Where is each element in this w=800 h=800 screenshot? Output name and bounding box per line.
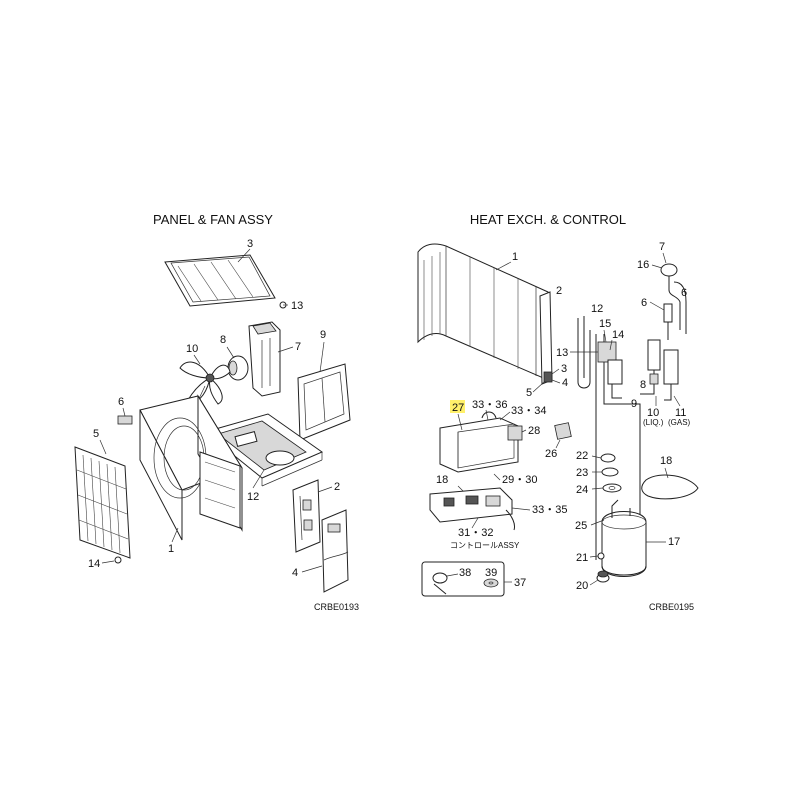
- callout-hx-1: 1: [512, 251, 518, 263]
- kit-box-37: [421, 561, 505, 597]
- callout-comp-20: 20: [576, 580, 588, 592]
- cushion-20: [596, 570, 610, 583]
- callout-comp-23: 23: [576, 467, 588, 479]
- callout-comp-21: 21: [576, 552, 588, 564]
- callout-1: 1: [168, 543, 174, 555]
- label-control-assy: コントロールASSY: [450, 541, 520, 550]
- callout-hx-5: 5: [526, 387, 532, 399]
- front-panel-part: [139, 394, 243, 541]
- front-grille-part: [74, 446, 131, 559]
- callout-ctrl-27: 27: [452, 402, 464, 414]
- callout-valve-15: 15: [599, 318, 611, 330]
- callout-13: 13: [291, 300, 303, 312]
- label-gas: (GAS): [668, 418, 691, 427]
- four-way-valve-part: [577, 316, 641, 560]
- callout-2: 2: [334, 481, 340, 493]
- callout-ctrl-31-32: 33・35: [532, 504, 567, 516]
- expansion-valve-part: [660, 263, 687, 340]
- propeller-fan-part: [179, 361, 231, 405]
- left-panel-code: CRBE0193: [314, 602, 359, 612]
- callout-10: 10: [186, 343, 198, 355]
- callout-valve-14: 14: [612, 329, 624, 341]
- callout-sv-9: 9: [631, 398, 637, 410]
- callout-comp-22: 22: [576, 450, 588, 462]
- callout-kit-38: 38: [459, 567, 471, 579]
- right-panel-code: CRBE0195: [649, 602, 694, 612]
- callout-hx-4: 4: [562, 377, 568, 389]
- callout-sv-8: 8: [640, 379, 646, 391]
- fan-motor-part: [227, 355, 249, 381]
- motor-bracket-part: [248, 321, 281, 397]
- callout-valve-12: 12: [591, 303, 603, 315]
- callout-14: 14: [88, 558, 100, 570]
- callout-hx-3: 3: [561, 363, 567, 375]
- callout-3: 3: [247, 238, 253, 250]
- service-valves-part: [640, 339, 679, 401]
- callout-exp-6b: 6: [681, 287, 687, 299]
- callout-12: 12: [247, 491, 259, 503]
- valve-cover-part: [292, 479, 321, 553]
- callout-ctrl-33-35: 29・30: [502, 474, 537, 486]
- clip-6: [117, 415, 133, 425]
- grommets-part: [600, 453, 622, 493]
- callout-7: 7: [295, 341, 301, 353]
- callout-4: 4: [292, 567, 298, 579]
- callout-kit-37: 37: [514, 577, 526, 589]
- hx-side-plate: [539, 291, 553, 385]
- callout-ctrl-29-30: 18: [436, 474, 448, 486]
- callout-ctrl-26: 26: [545, 448, 557, 460]
- callout-ctrl-28: 28: [528, 425, 540, 437]
- heat-exchanger-part: [417, 243, 549, 381]
- callout-exp-16: 16: [637, 259, 649, 271]
- callout-9: 9: [320, 329, 326, 341]
- kit-parts: [432, 572, 499, 595]
- callout-6: 6: [118, 396, 124, 408]
- control-box-part: [439, 411, 523, 473]
- side-panel-part: [297, 363, 351, 441]
- relay-26: [554, 422, 572, 440]
- callout-ctrl-33-36: 33・36: [472, 399, 507, 411]
- callout-comp-24: 24: [576, 484, 588, 496]
- compressor-base-18: [641, 474, 699, 500]
- callout-comp-17: 17: [668, 536, 680, 548]
- callout-comp-19: 25: [575, 520, 587, 532]
- screw-14: [114, 556, 122, 564]
- label-liq: (LIQ.): [643, 418, 664, 427]
- nut-21: [597, 552, 605, 560]
- callout-valve-13: 13: [556, 347, 568, 359]
- base-pan-part: [203, 413, 324, 487]
- callout-sv-11: 11: [675, 407, 686, 419]
- control-board-part: [429, 487, 515, 531]
- callout-ctrl-25: 31・32: [458, 527, 493, 539]
- callout-ctrl-33-34: 33・34: [511, 405, 546, 417]
- callout-sv-10: 10: [647, 407, 659, 419]
- right-panel-title: HEAT EXCH. & CONTROL: [470, 212, 626, 227]
- highlight-27: [450, 400, 465, 413]
- service-cover-part: [321, 509, 349, 593]
- compressor-part: [601, 499, 647, 577]
- callout-exp-6a: 6: [641, 297, 647, 309]
- callout-hx-2: 2: [556, 285, 562, 297]
- callout-comp-18: 18: [660, 455, 672, 467]
- sensor-3: [543, 371, 553, 383]
- left-panel-title: PANEL & FAN ASSY: [153, 212, 273, 227]
- callout-exp-7: 7: [659, 241, 665, 253]
- callout-8: 8: [220, 334, 226, 346]
- callout-5: 5: [93, 428, 99, 440]
- top-panel-part: [164, 254, 276, 307]
- callout-kit-39: 39: [485, 567, 497, 579]
